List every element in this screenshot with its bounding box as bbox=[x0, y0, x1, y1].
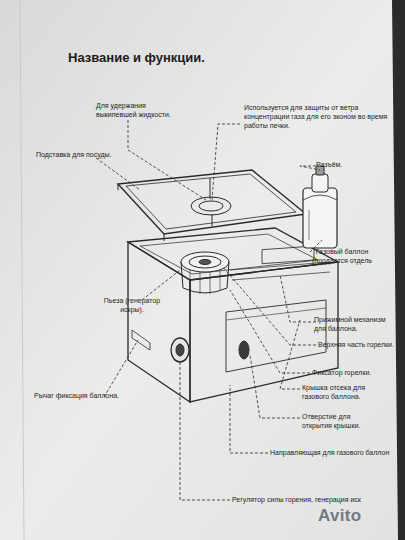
callout-label: Отверстие для открытия крышки. bbox=[302, 412, 374, 430]
callout-label: Крышка отсека для газового баллона. bbox=[302, 383, 384, 401]
callout-label: Направляющая для газового баллон bbox=[270, 448, 389, 457]
callout-label: Подставка для посуды. bbox=[36, 150, 112, 159]
callout-label: Рычаг фиксация баллона. bbox=[34, 391, 119, 400]
callout-label: Для удержания выкипевшей жидкости. bbox=[96, 101, 180, 119]
callout-label: Используется для защиты от ветра концент… bbox=[244, 103, 390, 130]
callout-label: Пьеза (генератор искры). bbox=[96, 296, 168, 314]
callout-label: Верхняя часть горелки. bbox=[318, 340, 394, 349]
callout-label: Фиксатор горелки. bbox=[312, 368, 371, 377]
watermark: Avito bbox=[318, 506, 361, 526]
callout-label: Газовый баллон (продается отдель bbox=[302, 247, 382, 265]
callout-label: Разъём. bbox=[316, 160, 342, 169]
callout-label: Регулятор силы горения, генерация иск bbox=[232, 495, 361, 504]
page-title: Название и функции. bbox=[68, 50, 205, 65]
callout-label: Прижимной механизм для баллона. bbox=[314, 315, 396, 333]
